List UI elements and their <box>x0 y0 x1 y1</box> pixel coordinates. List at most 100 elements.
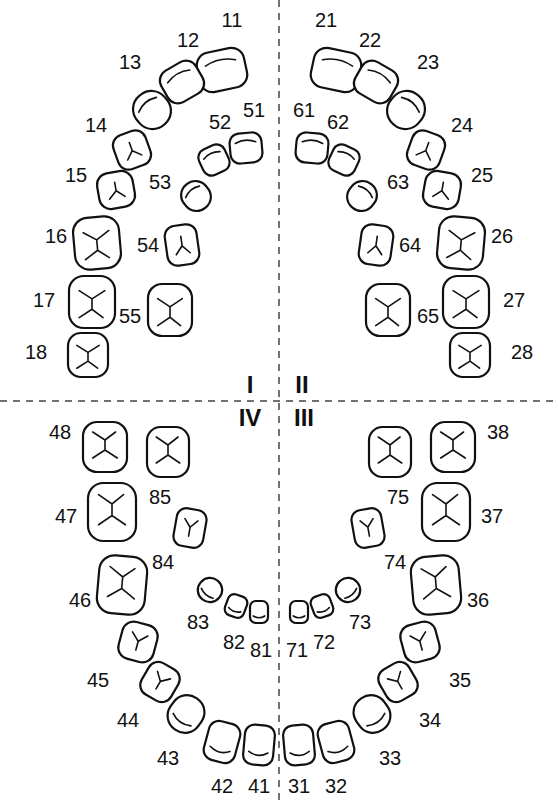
tooth-number: 42 <box>211 776 233 796</box>
tooth-fissure <box>345 588 358 599</box>
tooth-fissure <box>166 67 190 82</box>
tooth-number: 32 <box>325 776 347 796</box>
tooth-outline <box>331 573 365 607</box>
tooth-number: 15 <box>65 165 87 185</box>
tooth-number: 41 <box>248 776 270 796</box>
tooth-number: 24 <box>451 115 473 135</box>
tooth-fissure <box>184 184 199 197</box>
tooth-fissure <box>360 519 376 538</box>
tooth-outline <box>374 658 421 706</box>
tooth <box>242 724 275 766</box>
tooth-outline <box>436 215 486 271</box>
tooth <box>325 141 362 178</box>
tooth-fissure <box>83 230 111 259</box>
tooth-fissure <box>209 746 230 754</box>
tooth-fissure <box>122 140 141 160</box>
tooth <box>450 333 490 377</box>
tooth-number: 45 <box>87 670 109 690</box>
tooth-fissure <box>174 235 190 254</box>
tooth-number: 64 <box>399 235 421 255</box>
tooth <box>72 215 122 271</box>
tooth-outline <box>357 223 394 267</box>
tooth <box>436 215 486 271</box>
tooth-fissure <box>158 299 183 326</box>
tooth <box>201 719 242 766</box>
tooth-fissure <box>368 235 384 254</box>
tooth <box>369 427 411 477</box>
tooth-fissure <box>107 566 136 598</box>
tooth-number: 72 <box>313 632 335 652</box>
tooth-fissure <box>359 184 374 197</box>
tooth-fissure <box>376 299 401 326</box>
tooth <box>342 176 383 217</box>
tooth-outline <box>410 554 463 616</box>
tooth <box>422 483 470 541</box>
tooth-number: 34 <box>419 710 441 730</box>
quadrant-numeral: II <box>295 373 308 397</box>
tooth-outline <box>136 658 183 706</box>
tooth <box>95 169 137 211</box>
tooth <box>290 601 308 623</box>
tooth <box>163 223 200 267</box>
tooth <box>116 619 161 665</box>
tooth-number: 53 <box>149 172 171 192</box>
tooth <box>176 176 217 217</box>
tooth-fissure <box>453 291 479 318</box>
tooth-fissure <box>203 150 220 160</box>
tooth-number: 52 <box>209 112 231 132</box>
tooth-number: 55 <box>119 306 141 326</box>
tooth <box>374 658 421 706</box>
tooth <box>380 84 432 136</box>
tooth <box>147 427 189 477</box>
tooth-number: 71 <box>286 640 308 660</box>
tooth-number: 61 <box>293 100 315 120</box>
tooth-outline <box>147 427 189 477</box>
tooth-fissure <box>368 67 392 82</box>
tooth-number: 25 <box>471 165 493 185</box>
tooth-fissure <box>182 519 198 538</box>
tooth-fissure <box>433 181 451 199</box>
tooth-number: 27 <box>503 290 525 310</box>
tooth-number: 63 <box>387 172 409 192</box>
tooth-outline <box>295 132 329 165</box>
tooth-fissure <box>79 291 105 318</box>
tooth <box>126 84 178 136</box>
tooth-number: 31 <box>288 776 310 796</box>
tooth-fissure <box>99 495 126 525</box>
quadrant-numeral: I <box>247 373 254 397</box>
tooth-outline <box>282 724 315 766</box>
tooth-outline <box>380 84 432 136</box>
tooth-outline <box>172 507 208 550</box>
tooth-fissure <box>228 608 241 614</box>
tooth-number: 43 <box>157 748 179 768</box>
tooth-number: 62 <box>327 112 349 132</box>
tooth <box>229 132 263 165</box>
tooth-fissure <box>171 713 191 728</box>
tooth-outline <box>69 276 115 328</box>
tooth <box>172 507 208 550</box>
tooth-fissure <box>317 608 330 614</box>
tooth-fissure <box>410 632 430 652</box>
tooth-fissure <box>338 150 355 160</box>
tooth-number: 28 <box>511 342 533 362</box>
tooth <box>110 127 154 172</box>
tooth-outline <box>68 333 108 377</box>
tooth-fissure <box>459 345 481 368</box>
tooth <box>193 573 227 607</box>
tooth <box>148 284 192 336</box>
tooth-number: 75 <box>387 487 409 507</box>
tooth-outline <box>96 554 149 616</box>
tooth <box>136 658 183 706</box>
tooth-outline <box>88 483 136 541</box>
quadrant-numeral: IV <box>239 406 262 430</box>
tooth <box>398 619 443 665</box>
tooth <box>69 276 115 328</box>
tooth-number: 17 <box>33 290 55 310</box>
tooth-outline <box>110 127 154 172</box>
tooth-fissure <box>249 751 268 756</box>
tooth <box>295 132 329 165</box>
teeth-group <box>68 45 490 766</box>
tooth-fissure <box>328 746 349 754</box>
tooth-fissure <box>93 432 118 458</box>
tooth-outline <box>176 176 217 217</box>
